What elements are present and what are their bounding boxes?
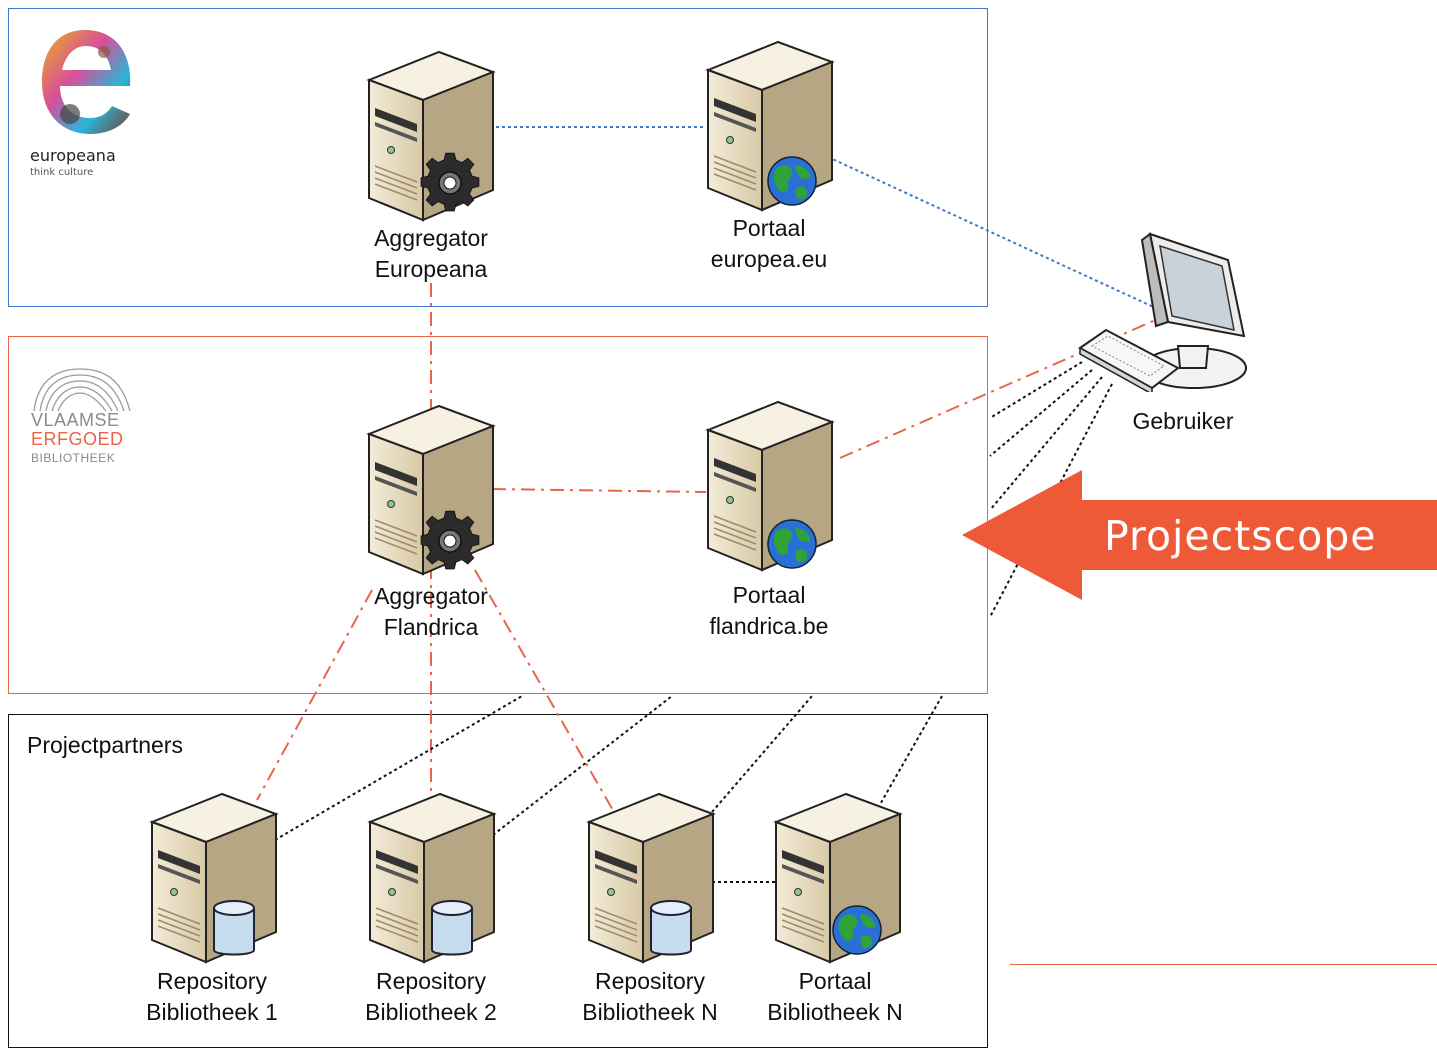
link-repo-n <box>711 695 813 813</box>
database-icon <box>647 898 695 960</box>
veb-logo-line1: VLAAMSE <box>31 410 120 430</box>
link-user-b <box>989 369 1093 457</box>
veb-logo-line3: BIBLIOTHEEK <box>31 451 116 465</box>
link-flandrica-repo-1 <box>256 589 373 801</box>
link-repo-2 <box>492 695 673 836</box>
bottom-rule <box>1010 964 1437 965</box>
gear-icon <box>420 150 480 216</box>
globe-icon <box>831 904 883 956</box>
globe-icon <box>766 518 818 570</box>
veb-logo-rings <box>33 368 131 412</box>
link-portal-europeana-user <box>827 156 1161 311</box>
projectscope-arrow <box>962 470 1437 600</box>
link-aggregator-portal-flandrica <box>491 488 707 493</box>
veb-logo-line2: ERFGOED <box>31 429 124 449</box>
link-user-c <box>989 376 1103 511</box>
database-icon <box>428 898 476 960</box>
workstation-icon <box>1078 232 1247 392</box>
globe-icon <box>766 155 818 207</box>
flandrica-group-frame <box>8 336 988 694</box>
link-user-d <box>989 383 1113 618</box>
projectscope-label: Projectscope <box>1104 512 1377 560</box>
link-flandrica-repo-n <box>474 569 615 813</box>
europeana-logo-word: europeana <box>30 146 116 165</box>
europeana-logo <box>42 30 131 134</box>
node-user: Gebruiker <box>1132 408 1234 434</box>
europeana-group-frame <box>8 8 988 307</box>
database-icon <box>210 898 258 960</box>
europeana-logo-tagline: think culture <box>30 167 94 178</box>
gear-icon <box>420 508 480 574</box>
projectpartners-title: Projectpartners <box>27 732 183 758</box>
